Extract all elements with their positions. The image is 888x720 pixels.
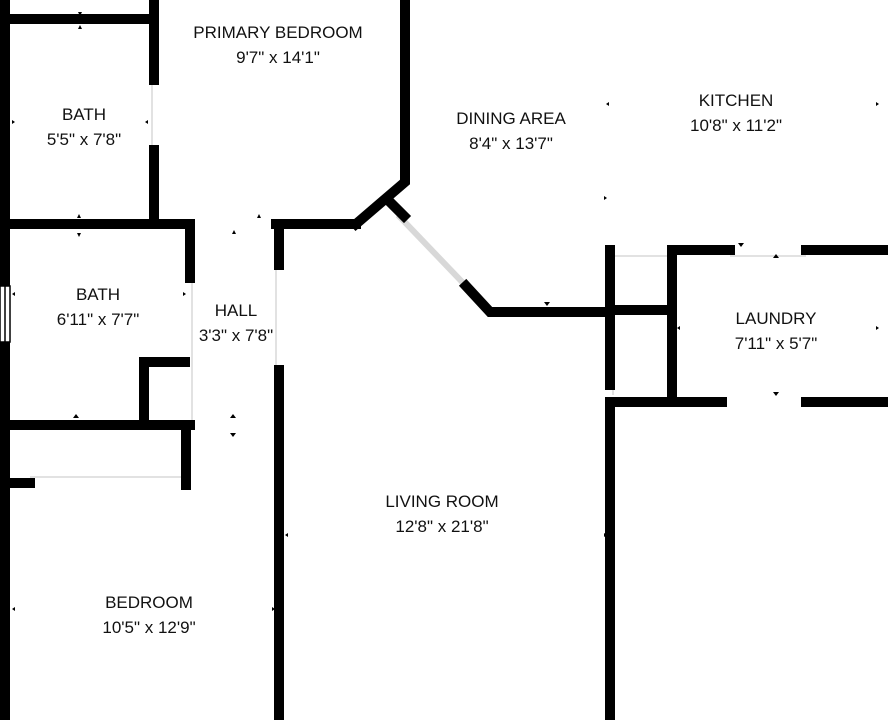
room-dims: 9'7" x 14'1" [236, 48, 320, 67]
room-name: LIVING ROOM [385, 492, 498, 511]
room-dims: 3'3" x 7'8" [199, 326, 273, 345]
dimension-ticks [12, 12, 879, 611]
room-name: BEDROOM [105, 593, 193, 612]
room-dims: 5'5" x 7'8" [47, 130, 121, 149]
room-name: KITCHEN [699, 91, 774, 110]
room-laundry: LAUNDRY 7'11" x 5'7" [735, 309, 818, 353]
room-name: PRIMARY BEDROOM [193, 23, 362, 42]
wall-bath-closet [139, 357, 190, 425]
wall-diagonal-stub [380, 192, 412, 224]
room-dims: 12'8" x 21'8" [395, 517, 488, 536]
room-hall: HALL 3'3" x 7'8" [199, 301, 273, 345]
wall-primary-right [348, 0, 410, 232]
room-dims: 8'4" x 13'7" [469, 134, 553, 153]
room-living-room: LIVING ROOM 12'8" x 21'8" [385, 492, 498, 536]
room-dims: 6'11" x 7'7" [57, 310, 140, 329]
room-name: BATH [62, 105, 106, 124]
room-name: BATH [76, 285, 120, 304]
room-dims: 7'11" x 5'7" [735, 334, 818, 353]
room-dining-area: DINING AREA 8'4" x 13'7" [456, 109, 566, 153]
room-kitchen: KITCHEN 10'8" x 11'2" [690, 91, 782, 135]
wall-dining-bottom [458, 278, 615, 317]
room-name: LAUNDRY [736, 309, 817, 328]
room-bedroom: BEDROOM 10'5" x 12'9" [102, 593, 195, 637]
room-name: DINING AREA [456, 109, 566, 128]
room-dims: 10'5" x 12'9" [102, 618, 195, 637]
room-bath-upper: BATH 5'5" x 7'8" [47, 105, 121, 149]
room-dims: 10'8" x 11'2" [690, 116, 782, 135]
window-icon [0, 285, 11, 343]
room-name: HALL [215, 301, 258, 320]
room-primary-bedroom: PRIMARY BEDROOM 9'7" x 14'1" [193, 23, 362, 67]
room-bath-lower: BATH 6'11" x 7'7" [57, 285, 140, 329]
